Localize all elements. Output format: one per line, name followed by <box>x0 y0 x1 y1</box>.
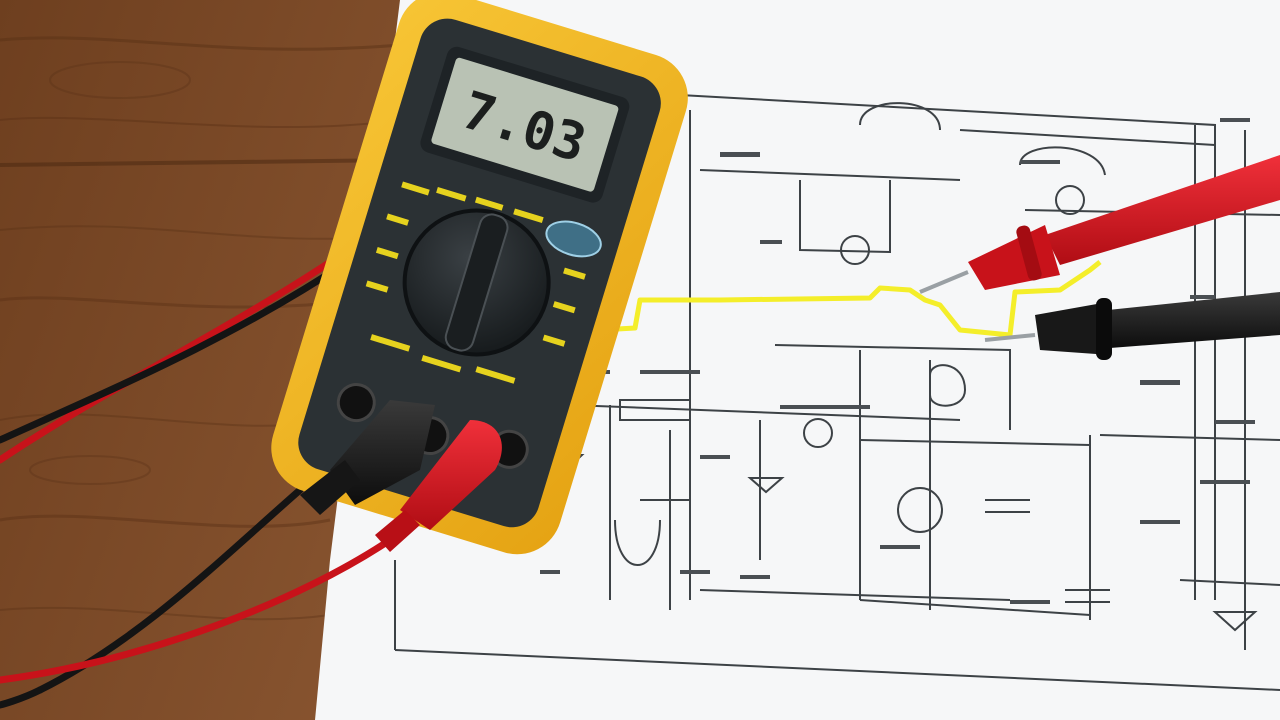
hold-button <box>545 220 602 258</box>
dial-markings <box>365 181 586 384</box>
test-lead-cables <box>0 231 394 709</box>
knob-pointer <box>444 213 509 352</box>
red-plug <box>400 420 502 530</box>
lcd-display <box>431 57 619 192</box>
red-test-probe <box>919 155 1280 294</box>
schematic-markings <box>540 118 1255 604</box>
input-jack-com <box>336 383 376 423</box>
schematic-lines <box>394 94 1280 691</box>
probe-plugs <box>300 400 502 552</box>
digital-multimeter: 7.03 <box>271 0 688 555</box>
highlighted-trace <box>599 260 1102 338</box>
black-test-probe <box>984 292 1280 360</box>
